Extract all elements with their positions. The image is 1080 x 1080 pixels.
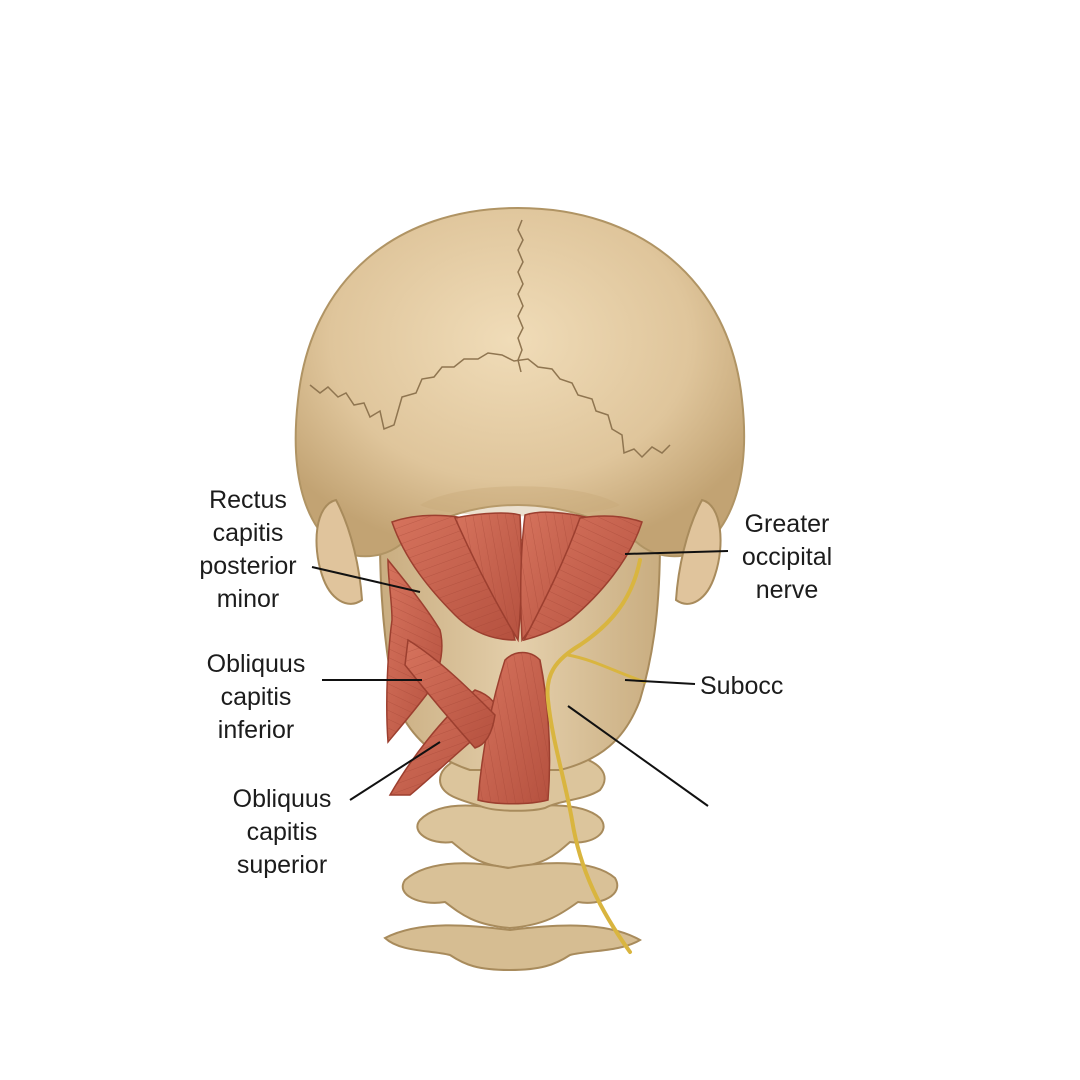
leader-lines (311, 550, 729, 807)
rectus-capitis-posterior-major-left-fibers (392, 515, 515, 640)
leader-unlabeled (567, 705, 709, 807)
central-muscle-band-fibers (478, 652, 550, 804)
leader-greater-occipital (624, 550, 729, 555)
label-obliquus-capitis-superior: Obliquus capitis superior (232, 785, 332, 879)
left-ear (315, 498, 364, 605)
label-obliquus-capitis-inferior: Obliquus capitis inferior (206, 650, 306, 744)
vertebra-c4 (401, 862, 619, 930)
rectus-capitis-posterior-minor-left-fibers (455, 513, 522, 640)
label-rectus-capitis-posterior-minor: Rectus capitis posterior minor (199, 486, 297, 613)
skull (294, 206, 746, 558)
leader-rectus-minor (311, 566, 421, 593)
rectus-capitis-posterior-major-right-fibers (524, 515, 642, 640)
vertebra-c5 (383, 924, 642, 972)
oblique-crossing-band-fibers (405, 640, 495, 748)
label-suboccipital: Subocc (700, 672, 784, 700)
sagittal-suture (517, 219, 524, 373)
greater-occipital-nerve (545, 558, 642, 954)
leader-obliquus-superior (349, 741, 441, 801)
occipital-shadow (420, 486, 620, 517)
label-greater-occipital-nerve: Greater occipital nerve (741, 510, 833, 604)
leader-suboccipital (624, 679, 696, 685)
suboccipital-muscles (386, 511, 643, 805)
lambdoid-suture (309, 352, 671, 459)
suboccipital-nerve (566, 653, 647, 684)
